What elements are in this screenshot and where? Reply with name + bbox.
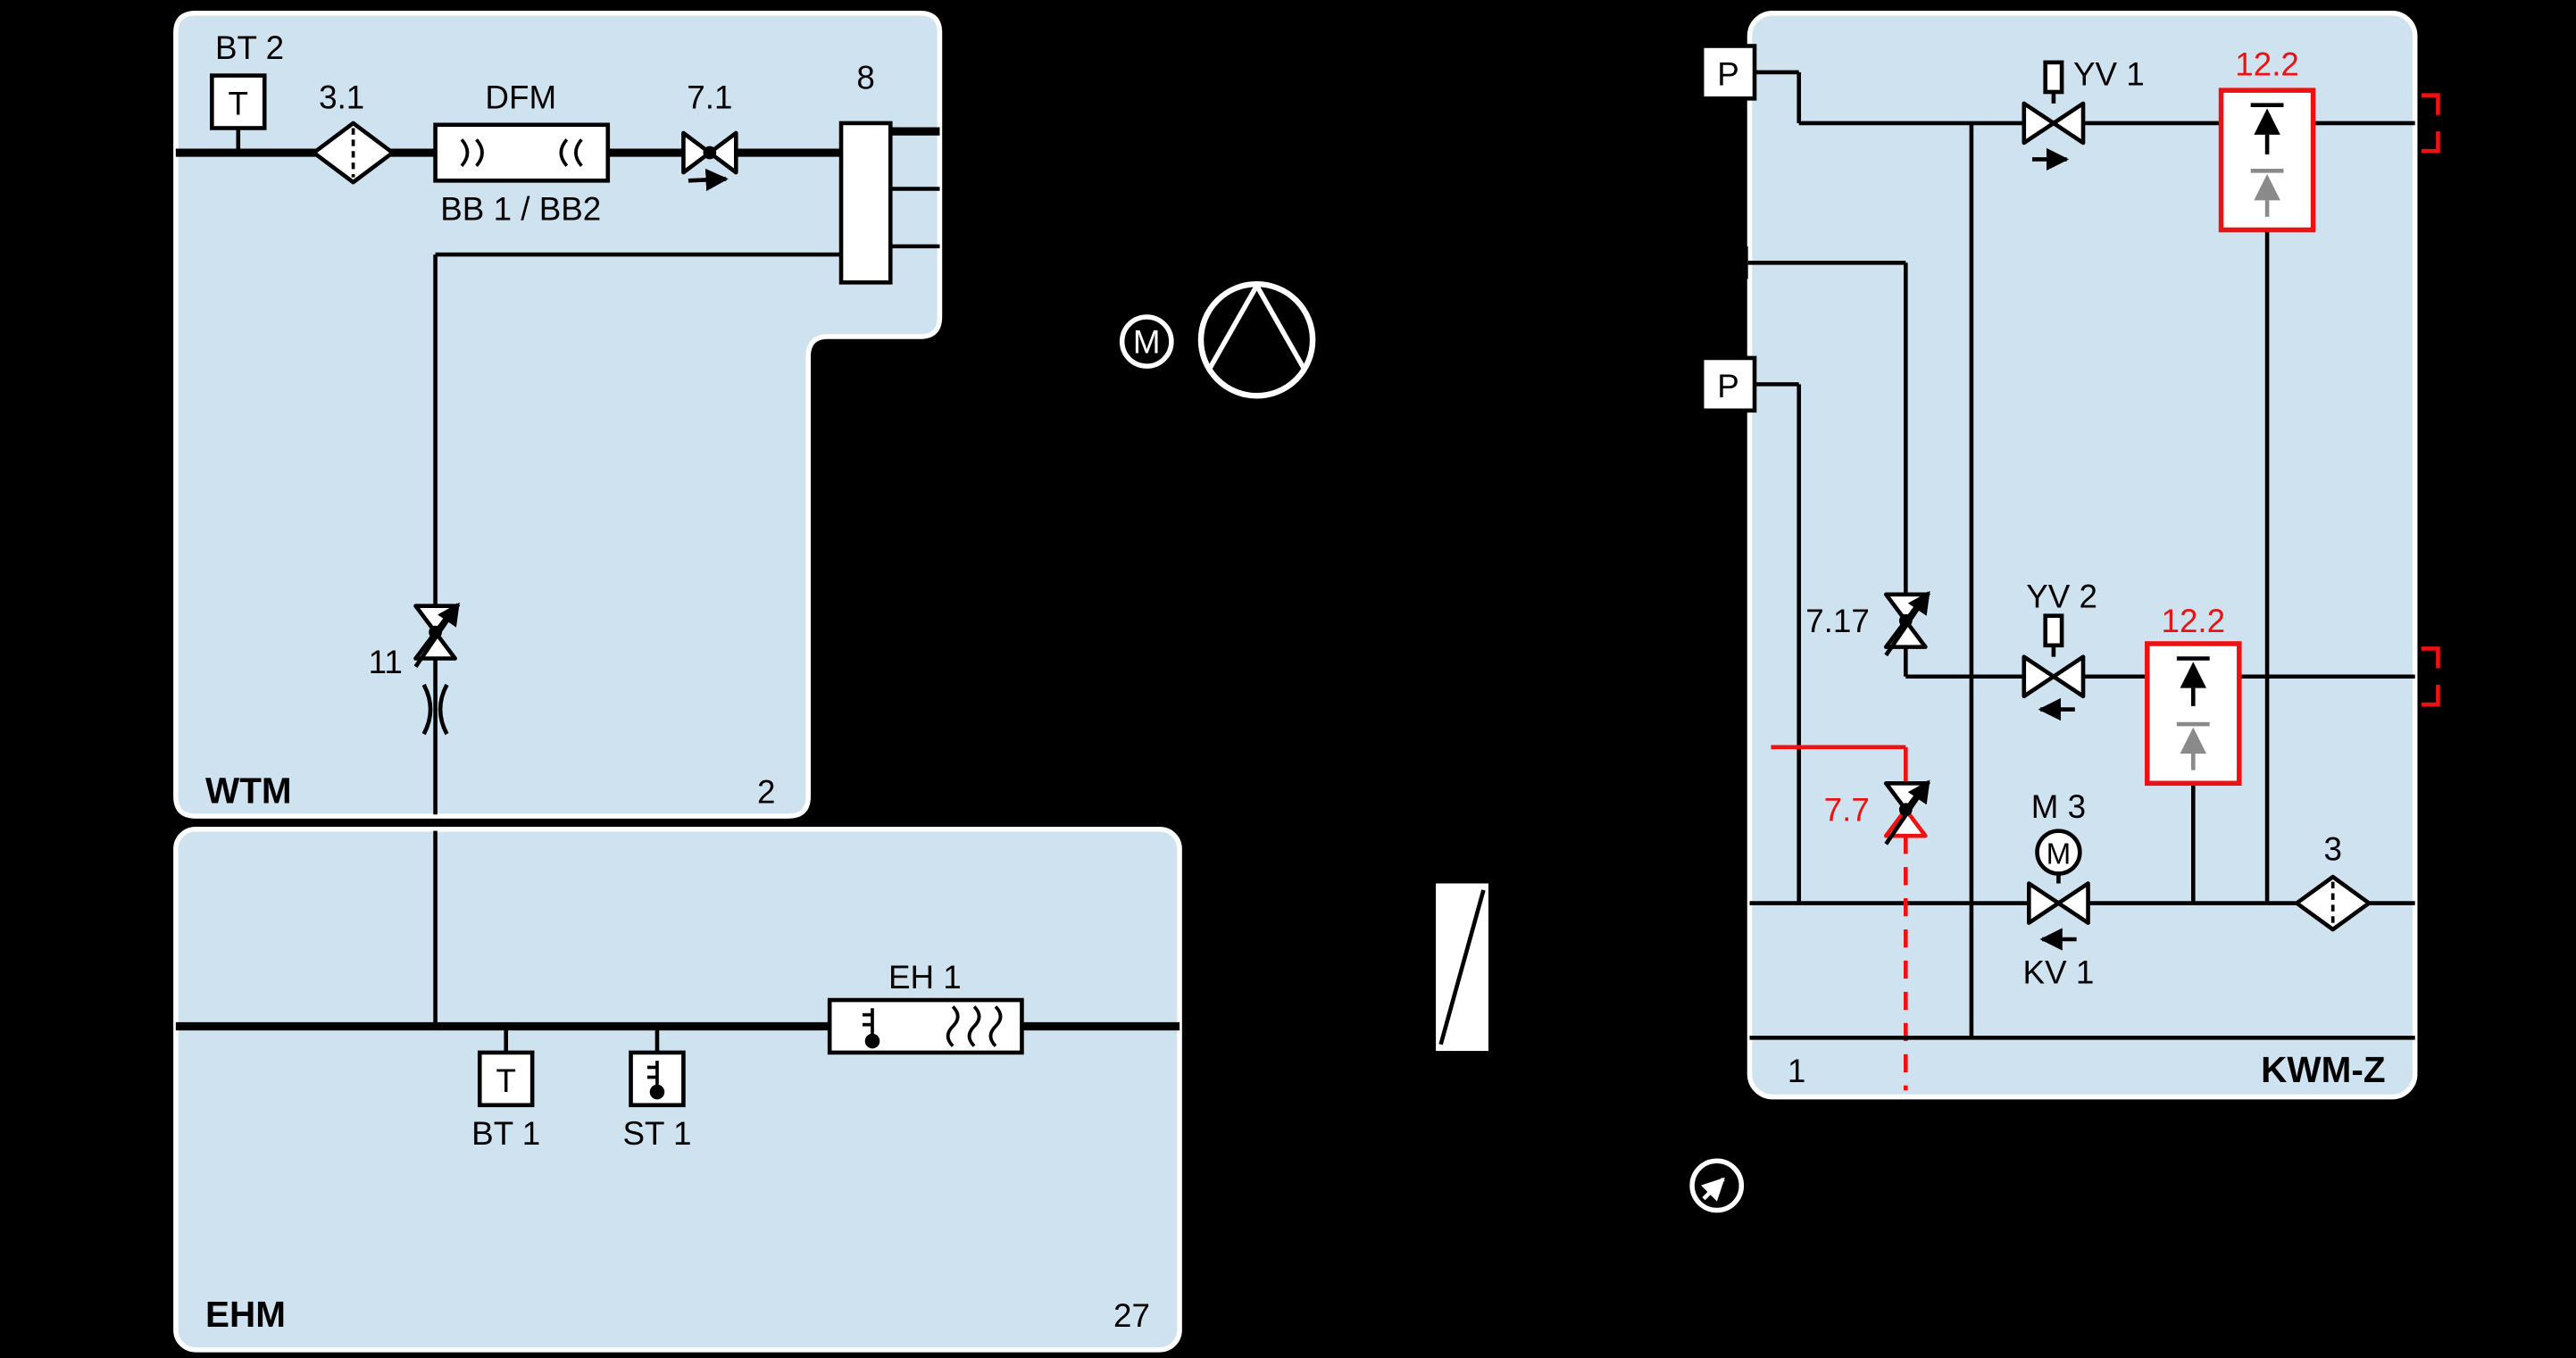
m3-symbol: M <box>2047 837 2072 871</box>
dfm-sublabel: BB 1 / BB2 <box>440 190 601 227</box>
flow-direction-icon <box>1689 1158 1745 1213</box>
m3-label: M 3 <box>2031 788 2086 825</box>
flex-connector-icon <box>421 683 449 736</box>
pressure-gauge-2: P <box>1699 355 1802 904</box>
pressure-2-symbol: P <box>1717 368 1739 404</box>
bt2-temperature-sensor: T BT 2 <box>210 29 284 154</box>
strainer-3: 3 <box>2294 831 2372 932</box>
yv1-valve: YV 1 <box>2022 56 2145 171</box>
ehm-title: EHM <box>205 1294 286 1335</box>
bt1-temperature-sensor: T BT 1 <box>471 1026 540 1152</box>
strainer-3-label: 3 <box>2323 831 2341 868</box>
manifold-8: 8 <box>838 59 940 285</box>
yv1-label: YV 1 <box>2073 56 2145 93</box>
pressure-1-symbol: P <box>1717 56 1739 93</box>
yv2-valve: YV 2 <box>2022 579 2097 721</box>
strainer-3-1: 3.1 <box>312 79 396 185</box>
wtm-title: WTM <box>205 770 292 811</box>
motor-letter: M <box>1133 323 1161 360</box>
heating-element-icon <box>946 1005 1003 1047</box>
check-valve-7-1: 7.1 <box>681 79 738 192</box>
valve-7-7-label: 7.7 <box>1824 792 1870 829</box>
manifold-8-label: 8 <box>856 59 874 96</box>
unit2-label: 12.2 <box>2161 603 2225 639</box>
st1-temperature-switch: ST 1 <box>622 1026 691 1152</box>
kwm-number: 1 <box>1788 1053 1805 1089</box>
thermometer-icon <box>862 1008 880 1049</box>
bt2-symbol: T <box>229 86 248 122</box>
bt2-label: BT 2 <box>215 29 284 66</box>
dfm-flow-meter: DFM BB 1 / BB2 <box>433 79 611 227</box>
wtm-panel <box>173 10 943 819</box>
dfm-label: DFM <box>485 79 556 115</box>
yv2-label: YV 2 <box>2026 579 2097 615</box>
check-valve-icon-inactive <box>2176 721 2210 771</box>
bt1-symbol: T <box>496 1062 515 1099</box>
pump-unit: M <box>1119 280 1316 399</box>
kv1-label: KV 1 <box>2023 954 2095 991</box>
connection-bracket-top <box>2422 93 2440 154</box>
check-valve-icon-inactive <box>2250 168 2284 217</box>
wtm-module: T BT 2 3.1 DFM BB 1 / BB2 7.1 <box>173 10 943 819</box>
backflow-unit-1: 12.2 <box>2218 46 2316 233</box>
eh1-heater: EH 1 <box>827 959 1024 1055</box>
sound-wave-icon <box>460 138 484 167</box>
valve-11-label: 11 <box>369 644 403 680</box>
st1-label: ST 1 <box>622 1115 691 1152</box>
ehm-number: 27 <box>1113 1297 1150 1334</box>
motor-symbol <box>1119 314 1174 369</box>
backflow-unit-2: 12.2 <box>2145 603 2242 787</box>
eh1-label: EH 1 <box>888 959 962 996</box>
bt1-label: BT 1 <box>471 1115 540 1152</box>
pressure-gauge-1: P <box>1699 44 1802 123</box>
ehm-module: EH 1 T BT 1 ST 1 EHM 27 <box>173 827 1182 1353</box>
valve-11: 11 <box>369 602 461 680</box>
kwm-title: KWM-Z <box>2261 1049 2385 1090</box>
valve-7-17-label: 7.17 <box>1805 603 1870 639</box>
unit1-label: 12.2 <box>2235 46 2299 83</box>
check-valve-icon <box>2176 656 2210 706</box>
pump-icon <box>1197 280 1316 399</box>
wtm-number: 2 <box>757 773 775 810</box>
drain-funnel-icon <box>1713 246 1748 291</box>
inline-device <box>1436 883 1488 1052</box>
strainer-3-1-label: 3.1 <box>319 79 364 115</box>
connection-bracket-bottom <box>2422 646 2440 707</box>
kwm-module: P P YV 1 <box>1699 10 2440 1100</box>
sound-wave-icon <box>559 138 583 167</box>
valve-7-7: 7.7 <box>1771 745 1930 1091</box>
valve-7-17: 7.17 <box>1805 590 1930 657</box>
check-valve-icon <box>2250 103 2284 154</box>
check-valve-7-1-label: 7.1 <box>687 79 732 115</box>
thermometer-icon <box>646 1061 665 1100</box>
m3-motor-valve: M M 3 KV 1 <box>2023 788 2095 991</box>
